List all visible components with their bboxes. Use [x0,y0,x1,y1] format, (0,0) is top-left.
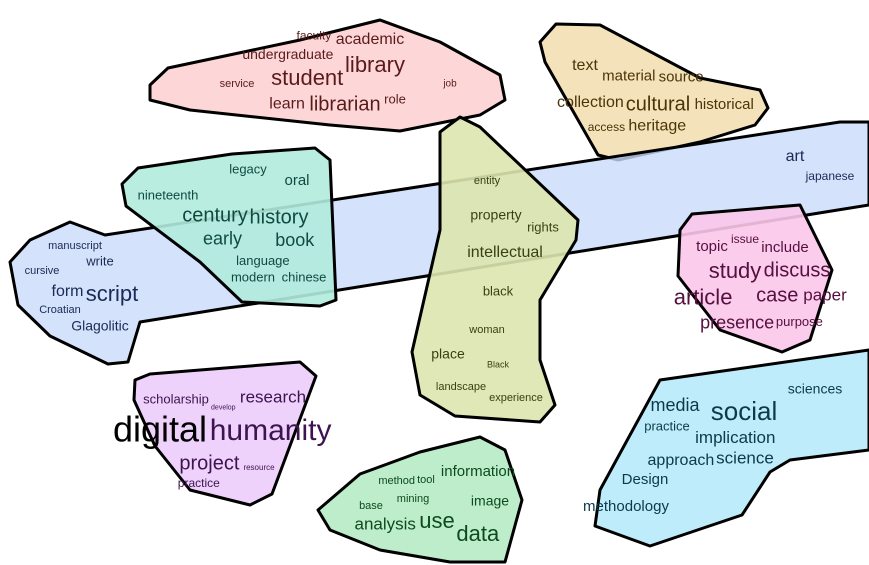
word-script-glagolitic: Glagolitic [71,318,129,334]
word-study-paper: paper [803,286,847,305]
word-intellectual-black: black [483,283,514,298]
cluster-hull-library [148,18,507,133]
cluster-hull-data [316,435,524,564]
word-script-croatian: Croatian [39,304,81,316]
word-history-legacy: legacy [229,161,267,176]
word-social-approach: approach [648,452,715,469]
word-humanity-scholarship: scholarship [143,391,209,406]
word-library-undergraduate: undergraduate [242,46,333,62]
word-data-mining: mining [397,493,429,505]
word-intellectual-experience: experience [489,392,543,404]
word-intellectual-black: Black [487,359,510,369]
cluster-hull-heritage [538,22,770,162]
cluster-hull-intellectual [410,115,580,424]
word-study-issue: issue [731,232,759,246]
word-humanity-practice: practice [178,476,220,490]
word-humanity-research: research [240,387,306,406]
word-script-manuscript: manuscript [48,240,102,252]
word-library-academic: academic [336,31,404,48]
word-intellectual-intellectual: intellectual [467,244,543,261]
cluster-hull-humanity [132,360,318,507]
word-data-method: method [378,475,415,487]
word-library-service: service [220,78,255,90]
cluster-hull-history [120,146,338,308]
word-humanity-humanity: humanity [210,414,332,447]
word-data-information: information [441,463,515,480]
word-history-chinese: chinese [282,269,327,284]
word-intellectual-landscape: landscape [436,381,486,393]
word-history-oral: oral [284,172,309,189]
word-heritage-text: text [572,57,598,74]
word-script-form: form [52,283,84,300]
word-heritage-cultural: cultural [626,93,690,115]
word-social-practice: practice [644,418,690,433]
word-social-social: social [711,396,777,426]
word-library-student: student [271,65,343,90]
word-heritage-collection: collection [557,94,624,111]
word-library-role: role [384,91,406,106]
word-library-librarian: librarian [309,93,380,115]
word-data-analysis: analysis [354,514,415,533]
word-data-image: image [471,493,509,509]
word-intellectual-woman: woman [468,324,504,336]
word-history-language: language [236,253,290,268]
word-study-case: case [756,285,798,307]
word-social-science: science [716,448,774,467]
word-heritage-historical: historical [695,96,754,113]
word-intellectual-entity: entity [474,175,501,187]
word-social-methodology: methodology [583,498,669,515]
word-study-purpose: purpose [776,314,823,329]
word-humanity-develop: develop [211,404,236,411]
word-data-use: use [419,508,454,533]
word-social-sciences: sciences [788,381,842,397]
word-study-presence: presence [700,313,774,333]
word-intellectual-place: place [431,346,465,362]
word-library-faculty: faculty [297,28,332,42]
word-humanity-resource: resource [243,463,275,472]
word-script-art: art [786,148,805,165]
word-intellectual-property: property [470,207,521,223]
word-heritage-material: material [602,67,655,84]
word-library-library: library [345,52,405,77]
word-humanity-digital: digital [113,409,207,450]
word-data-data: data [456,521,500,546]
word-intellectual-rights: rights [527,219,559,234]
word-history-early: early [203,229,242,249]
word-library-learn: learn [269,96,305,113]
word-data-tool: tool [417,474,435,486]
word-history-history: history [250,206,309,228]
word-study-discuss: discuss [764,259,831,281]
word-script-cursive: cursive [25,265,60,277]
word-history-modern: modern [231,269,275,284]
word-heritage-access: access [588,120,625,134]
cluster-hull-study [676,203,834,354]
word-heritage-source: source [659,68,704,85]
word-social-design: Design [622,471,669,488]
word-study-study: study [709,258,762,283]
word-study-include: include [761,239,809,256]
word-script-japanese: japanese [805,169,855,183]
word-script-script: script [86,281,139,306]
word-social-implication: implication [695,428,775,447]
word-study-article: article [674,285,733,310]
word-study-topic: topic [696,238,728,255]
word-history-book: book [275,230,315,250]
word-humanity-project: project [179,453,239,475]
word-history-century: century [182,204,248,226]
word-library-job: job [442,79,457,90]
cluster-hull-social [593,348,869,548]
word-data-base: base [359,500,383,512]
word-history-nineteenth: nineteenth [138,187,199,202]
word-script-write: write [85,253,113,268]
word-heritage-heritage: heritage [628,118,686,135]
word-social-media: media [650,395,700,415]
